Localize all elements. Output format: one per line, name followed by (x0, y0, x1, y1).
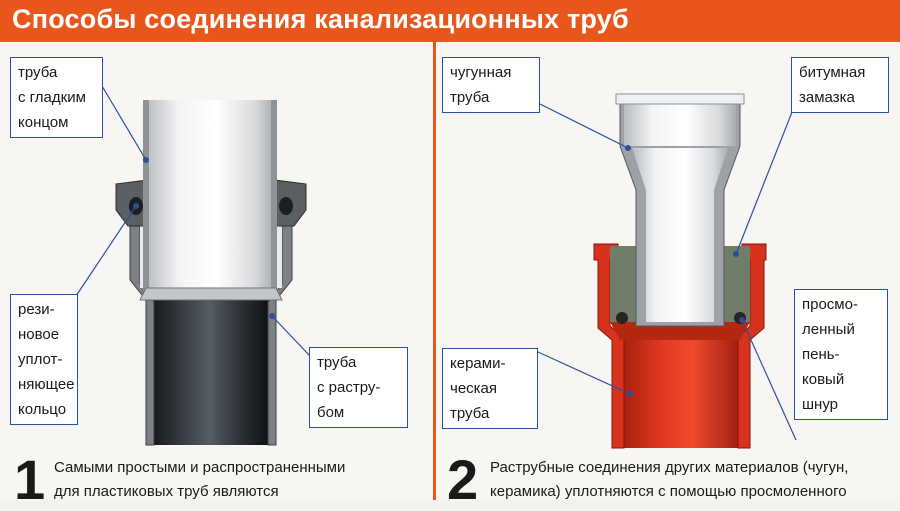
label-hemp-cord: просмо- ленный пень- ковый шнур (794, 289, 888, 420)
header-bar: Способы соединения канализационных труб (0, 0, 900, 42)
label-ceramic-pipe: керами- ческая труба (442, 348, 538, 429)
panel-divider (433, 42, 436, 500)
step-number-2: 2 (447, 448, 479, 511)
pipe-diagrams (75, 85, 797, 449)
page-title: Способы соединения канализационных труб (12, 4, 629, 34)
ceramic-pipe-body (622, 338, 740, 448)
label-rubber-ring: рези- новое уплот- няющее кольцо (10, 294, 78, 425)
socket-pipe-body (146, 300, 274, 445)
label-bitumen: битумная замазка (791, 57, 889, 113)
caption-left: Самыми простыми и распространенными для … (54, 459, 346, 500)
right-pipe-drawing (537, 93, 797, 449)
label-cast-iron-pipe: чугунная труба (442, 57, 540, 113)
left-pipe-drawing (75, 85, 311, 446)
step-number-1: 1 (14, 448, 46, 511)
smooth-pipe-body (146, 100, 274, 290)
label-smooth-pipe: труба с гладким концом (10, 57, 103, 138)
label-socket-pipe: труба с растру- бом (309, 347, 408, 428)
caption-right: Раструбные соединения других материалов … (490, 459, 849, 500)
